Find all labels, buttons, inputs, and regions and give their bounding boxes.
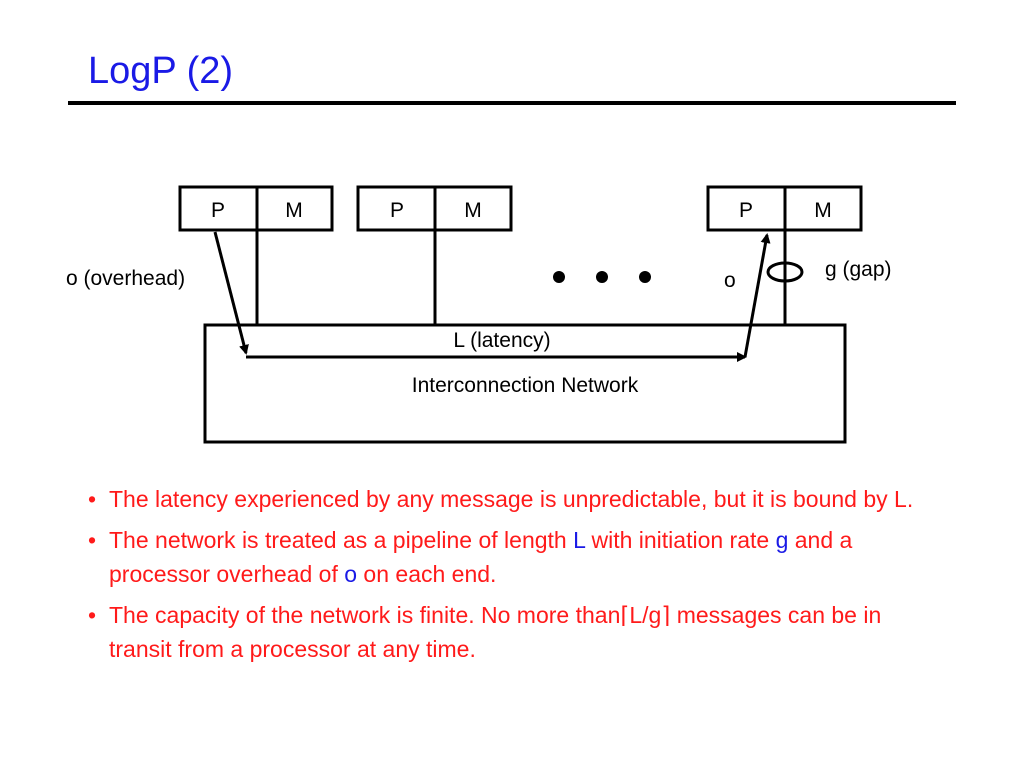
node-2-processor-label: P [390,199,404,222]
bullet-1-text: The latency experienced by any message i… [109,486,914,512]
bullet-item-1: The latency experienced by any message i… [88,482,948,516]
title-divider [68,101,956,105]
receive-overhead-arrow [743,233,771,358]
latency-label: L (latency) [453,329,550,352]
ellipsis-dots [553,271,651,283]
ceiling-right-bracket: ⌉ [661,602,671,628]
bullet-2-gap-symbol: g [775,527,789,553]
processor-node-2: P M [356,185,513,325]
bullet-2-text-2: with initiation rate [585,527,776,553]
logp-diagram: P M P M P M o (overhead) o g (gap) L (la… [66,185,892,444]
gap-label: g (gap) [825,258,892,281]
node-1-processor-label: P [211,199,225,222]
interconnection-network-box [203,323,847,444]
bullet-list: The latency experienced by any message i… [88,482,948,673]
overhead-label: o (overhead) [66,267,185,290]
ellipsis-dot [639,271,651,283]
node-1-memory-label: M [285,199,303,222]
processor-node-3: P M [706,185,863,325]
bullet-item-3: The capacity of the network is finite. N… [88,598,948,666]
node-2-memory-label: M [464,199,482,222]
node-3-memory-label: M [814,199,832,222]
bullet-2-text-4: on each end. [357,561,497,587]
bullet-3-expression: L/g [629,602,662,628]
bullet-item-2: The network is treated as a pipeline of … [88,523,948,591]
ellipsis-dot [553,271,565,283]
send-overhead-arrow [213,231,249,355]
ceiling-left-bracket: ⌈ [620,602,630,628]
bullet-2-text-3: and a processor overhead of [109,527,853,587]
bullet-2-latency-symbol: L [573,527,586,553]
bullet-2-overhead-symbol: o [344,561,358,587]
slide-title: LogP (2) [88,50,234,92]
node-3-processor-label: P [739,199,753,222]
o-label: o [724,269,736,292]
bullet-2-text-1: The network is treated as a pipeline of … [109,527,574,553]
bullet-3-text-1: The capacity of the network is finite. N… [109,602,621,628]
gap-ellipse [766,261,804,283]
ellipsis-dot [596,271,608,283]
network-label: Interconnection Network [412,374,639,397]
processor-node-1: P M [178,185,334,325]
bullet-3-text-2: messages can be in transit from a proces… [109,602,882,662]
